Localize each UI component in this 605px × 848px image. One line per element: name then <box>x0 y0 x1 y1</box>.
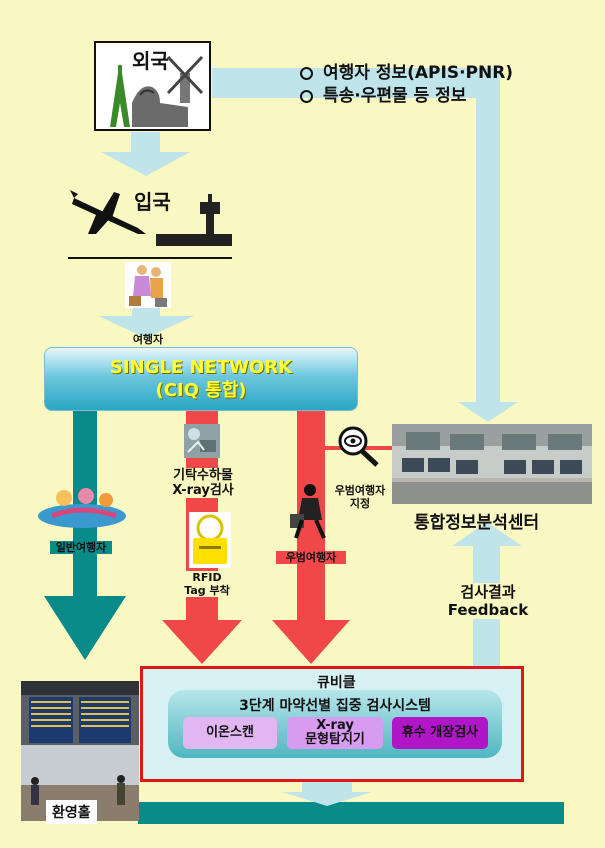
control-tower-icon <box>200 194 220 242</box>
bullet-icon <box>300 89 313 103</box>
arrival-hall-photo <box>21 681 139 821</box>
tourists-icon <box>38 488 126 528</box>
suspect-designation-label: 우범여행자 지정 <box>334 484 386 510</box>
info-list: 여행자 정보(APIS·PNR) 특송·우편물 등 정보 <box>300 62 513 108</box>
control-room-photo <box>392 424 592 504</box>
ion-scan-step: 이온스캔 <box>183 717 277 749</box>
exit-bar <box>138 802 564 824</box>
bullet-icon <box>300 66 313 80</box>
general-traveler-label: 일반여행자 <box>50 541 112 554</box>
foreign-to-entry-arrow <box>101 132 190 176</box>
feedback-label: 검사결과 Feedback <box>436 583 540 619</box>
single-network-line2: (CIQ 통합) <box>155 380 247 401</box>
luggage-xray-icon <box>184 424 220 458</box>
sphinx-icon <box>132 86 188 127</box>
airplane-icon <box>70 190 146 234</box>
rfid-tag-icon <box>189 512 231 568</box>
xray-door-detector-step: X-ray 문형탐지기 <box>287 717 383 749</box>
foreign-label: 외국 <box>132 49 169 73</box>
arrival-hall-label: 환영홀 <box>46 800 97 824</box>
eiffel-tower-icon <box>110 65 130 127</box>
single-network-title: SINGLE NETWORK (CIQ 통합) <box>44 356 358 402</box>
exit-arrow <box>282 782 372 806</box>
info-item: 여행자 정보(APIS·PNR) <box>300 62 513 85</box>
cargo-xray-label: 기탁수하물 X-ray검사 <box>160 468 246 498</box>
rfid-label: RFID Tag 부착 <box>176 571 238 597</box>
cubicle-label: 큐비클 <box>317 675 356 691</box>
screening-system-title: 3단계 마약선별 집중 검사시스템 <box>239 698 431 714</box>
single-network-banner <box>44 347 358 411</box>
traveler-label: 여행자 <box>132 333 164 346</box>
analysis-center-label: 통합정보분석센터 <box>414 513 540 533</box>
hand-search-step: 휴수 개장검사 <box>392 717 488 749</box>
info-item: 특송·우편물 등 정보 <box>300 85 513 108</box>
info-flow-arrow <box>212 68 518 422</box>
single-network-line1: SINGLE NETWORK <box>109 357 293 378</box>
airport-illustration <box>68 190 232 259</box>
landmarks-illustration <box>110 55 204 127</box>
magnifier-eye-icon <box>338 426 379 467</box>
entry-label: 입국 <box>134 190 171 214</box>
terminal-building-icon <box>156 234 232 246</box>
general-traveler-arrow <box>44 410 126 660</box>
suspect-traveler-label: 우범여행자 <box>276 551 346 564</box>
suspect-arrow <box>272 410 350 664</box>
windmill-icon <box>166 55 204 103</box>
travelers-icon <box>125 262 171 308</box>
traveler-to-network-arrow <box>98 306 194 338</box>
suspect-traveler-icon <box>290 484 326 539</box>
